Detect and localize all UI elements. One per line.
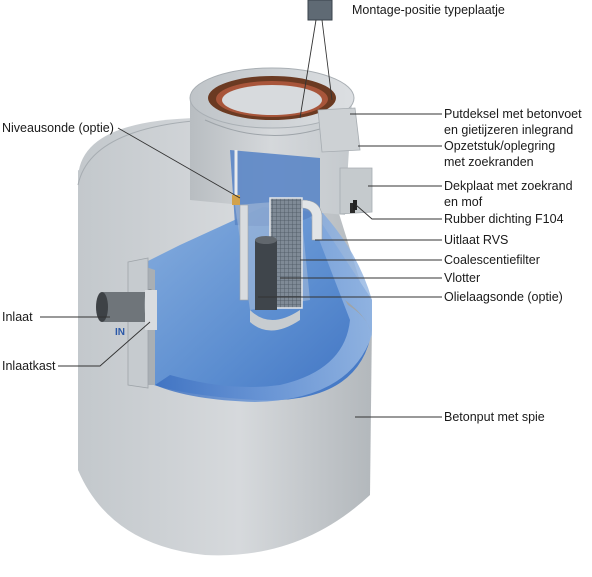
- filter-unit: [235, 197, 323, 331]
- label-dekplaat: Dekplaat met zoekrand en mof: [444, 179, 573, 209]
- label-betonput: Betonput met spie: [444, 410, 545, 424]
- label-rubber: Rubber dichting F104: [444, 212, 564, 226]
- label-uitlaat: Uitlaat RVS: [444, 233, 509, 247]
- rubber-slot: [353, 200, 357, 210]
- label-olielaagsonde: Olielaagsonde (optie): [444, 290, 563, 304]
- dekplaat: [317, 107, 373, 215]
- inlet-tag: IN: [115, 327, 125, 338]
- label-inlaat: Inlaat: [2, 310, 33, 324]
- typeplaatje-plate: [307, 0, 333, 21]
- cut-wall-left: [127, 257, 149, 389]
- leader-lines: [40, 19, 442, 418]
- opzetstuk-shaft: [189, 67, 355, 215]
- inlaat-pipe: IN: [96, 289, 157, 338]
- label-opzetstuk: Opzetstuk/oplegring met zoekranden: [444, 139, 556, 169]
- label-putdeksel: Putdeksel met betonvoet en gietijzeren i…: [444, 107, 582, 137]
- label-inlaatkast: Inlaatkast: [2, 359, 56, 373]
- label-coalescentiefilter: Coalescentiefilter: [444, 253, 540, 267]
- label-typeplaatje: Montage-positie typeplaatje: [352, 3, 505, 17]
- label-vlotter: Vlotter: [444, 271, 481, 285]
- label-niveausonde: Niveausonde (optie): [2, 121, 114, 135]
